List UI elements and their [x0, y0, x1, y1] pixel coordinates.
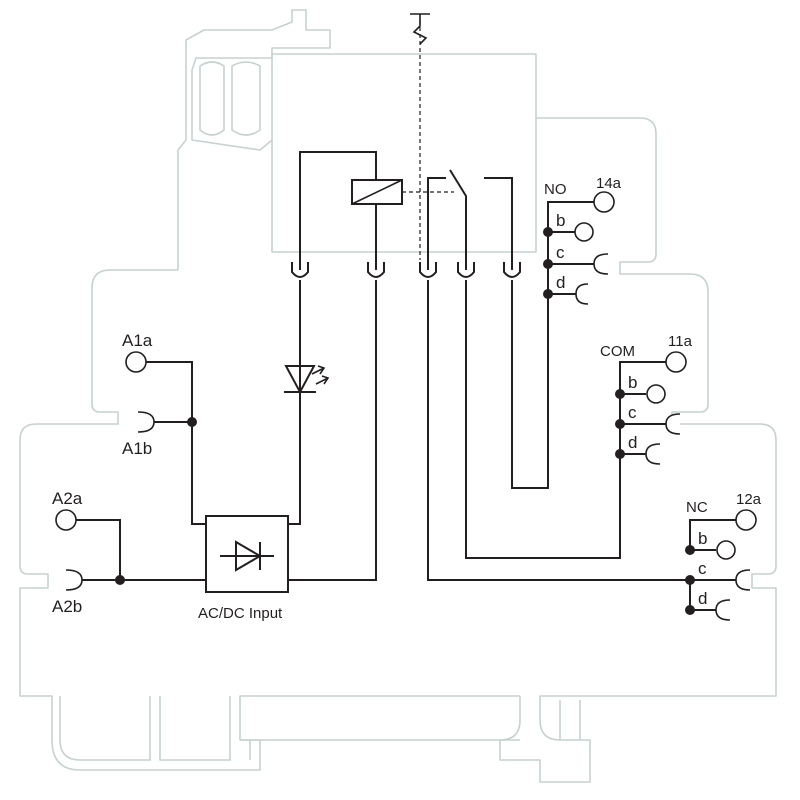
socket-4 — [457, 262, 475, 278]
input-wiring — [76, 280, 377, 593]
socket-contacts — [291, 256, 521, 278]
terminal-12c[interactable] — [735, 569, 751, 591]
led-light-arrows — [311, 365, 330, 385]
coil-wire-left — [299, 151, 377, 260]
labels: A1a A1b A2a A2b AC/DC Input NO 14a b c d… — [52, 175, 762, 622]
no-bus — [547, 201, 594, 295]
body-outline-right — [499, 117, 777, 783]
contact-nc-wire — [427, 177, 446, 260]
led-wire — [288, 280, 301, 525]
contact-com-wire — [449, 169, 467, 260]
relay-internals — [299, 13, 513, 260]
socket-2 — [367, 262, 385, 278]
terminal-a1b[interactable] — [137, 411, 155, 433]
foot-detail — [59, 696, 251, 761]
label-com-d: d — [628, 433, 637, 452]
terminal-14d[interactable] — [575, 283, 589, 305]
contact-no-wire — [484, 177, 513, 260]
a2-wire — [76, 519, 206, 581]
com-bus — [619, 361, 666, 455]
coil-diagonal — [351, 179, 403, 205]
socket-1 — [291, 262, 309, 278]
terminal-14a[interactable] — [593, 191, 615, 213]
terminal-12d[interactable] — [715, 599, 731, 621]
output-terminals — [574, 191, 757, 621]
no-wire — [511, 232, 549, 489]
label-a1b: A1b — [122, 439, 152, 458]
label-nc-c: c — [698, 559, 707, 578]
terminal-a2b[interactable] — [65, 569, 83, 591]
terminal-14c[interactable] — [593, 253, 609, 275]
coil-return-wire — [288, 280, 377, 581]
label-com-b: b — [628, 373, 637, 392]
body-outline-left — [19, 269, 520, 771]
label-no-b: b — [556, 211, 565, 230]
a1-wire — [146, 361, 206, 525]
nc-bus — [689, 519, 736, 611]
label-a1a: A1a — [122, 331, 153, 350]
top-latch — [177, 9, 331, 270]
a2-junction — [115, 575, 125, 585]
label-a2b: A2b — [52, 597, 82, 616]
latch-slot-right — [231, 61, 261, 136]
socket-3 — [419, 262, 437, 278]
terminal-11d[interactable] — [645, 443, 661, 465]
label-11a: 11a — [668, 333, 693, 350]
label-input: AC/DC Input — [198, 605, 283, 622]
label-no: NO — [544, 181, 567, 198]
terminal-a1a[interactable] — [125, 351, 147, 373]
socket-5 — [503, 262, 521, 278]
label-nc-b: b — [698, 529, 707, 548]
terminal-11a[interactable] — [665, 351, 687, 373]
foot-rail — [250, 700, 581, 741]
input-terminals — [55, 351, 155, 591]
terminal-12a[interactable] — [735, 509, 757, 531]
output-wiring — [427, 201, 736, 615]
diode-icon — [220, 540, 274, 572]
terminal-a2a[interactable] — [55, 509, 77, 531]
a1-junction — [187, 417, 197, 427]
label-no-d: d — [556, 273, 565, 292]
terminal-14b[interactable] — [574, 222, 594, 242]
test-button-symbol — [410, 13, 430, 45]
rectifier-box — [205, 515, 289, 593]
housing-outline — [19, 9, 777, 783]
terminal-11b[interactable] — [646, 384, 666, 404]
terminal-12b[interactable] — [716, 540, 736, 560]
label-com-c: c — [628, 403, 637, 422]
led-icon — [284, 365, 316, 395]
nc-wire — [427, 280, 690, 581]
com-wire — [465, 280, 621, 559]
label-a2a: A2a — [52, 489, 83, 508]
label-14a: 14a — [596, 175, 622, 192]
latch-slot-left — [199, 61, 225, 136]
label-no-c: c — [556, 243, 565, 262]
label-nc-d: d — [698, 589, 707, 608]
terminal-11c[interactable] — [665, 413, 681, 435]
label-12a: 12a — [736, 491, 762, 508]
label-nc: NC — [686, 499, 708, 516]
label-com: COM — [600, 343, 635, 360]
relay-cover — [271, 53, 537, 253]
